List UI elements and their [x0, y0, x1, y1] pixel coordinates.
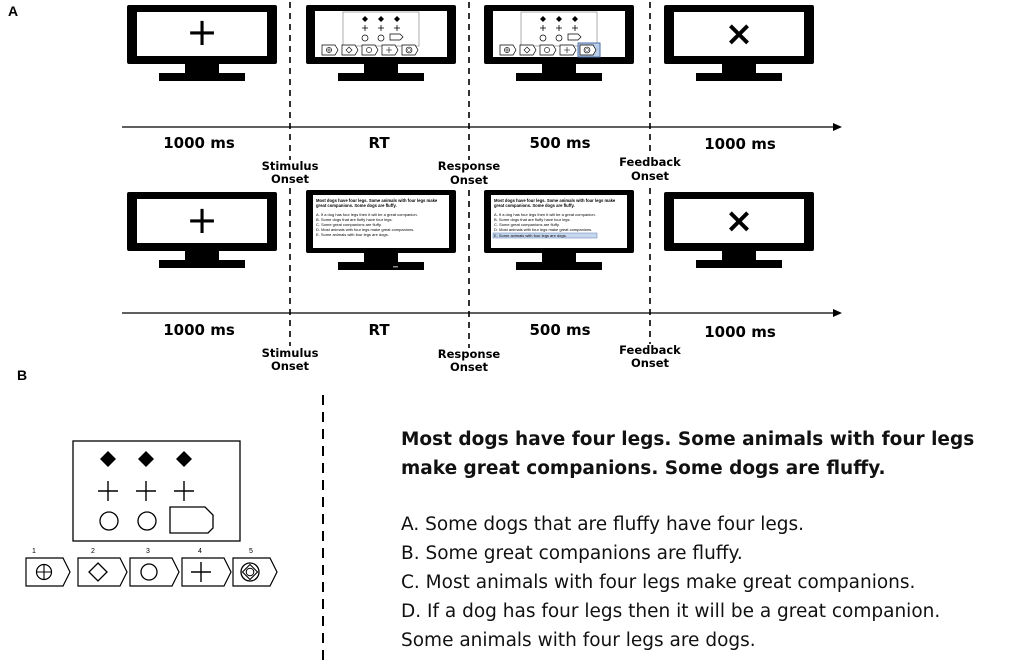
option-number-5: 5 — [249, 548, 253, 555]
phase-dividers — [289, 2, 651, 348]
diamond-icon — [176, 451, 192, 467]
circle-diamond-icon — [240, 562, 260, 582]
duration-feedback-1: 1000 ms — [704, 135, 776, 153]
event-stimulus-line1-1: Stimulus — [262, 159, 319, 173]
reasoning-option-d[interactable]: D. If a dog has four legs then it will b… — [401, 601, 940, 622]
duration-fixation-2: 1000 ms — [163, 321, 235, 339]
screen-option: A. If a dog has four legs then it will b… — [316, 212, 418, 217]
monitor-reasoning-response: Most dogs have four legs. Some animals w… — [484, 190, 634, 270]
event-feedback-line1-2: Feedback — [619, 343, 681, 357]
panel-label-b: B — [17, 367, 27, 383]
duration-fixation-1: 1000 ms — [163, 134, 235, 152]
monitor-reasoning-stimulus: Most dogs have four legs. Some animals w… — [306, 190, 456, 270]
event-feedback-line2-1: Onset — [631, 169, 670, 183]
screen-option: B. Some dogs that are fluffy have four l… — [316, 217, 393, 222]
answer-option-5[interactable] — [232, 557, 278, 587]
option-number-3: 3 — [146, 548, 150, 555]
screen-option: D. Most animals with four legs make grea… — [494, 227, 592, 232]
panel-label-a: A — [8, 3, 18, 19]
event-response-line1-1: Response — [438, 159, 501, 173]
reasoning-option-e[interactable]: Some animals with four legs are dogs. — [401, 630, 756, 651]
event-response-line1-2: Response — [438, 347, 501, 361]
monitor-matrix-stimulus — [306, 5, 456, 81]
monitor-fixation-row2: + — [127, 192, 277, 268]
plus-icon — [136, 481, 156, 501]
reasoning-premise-line1: Most dogs have four legs. Some animals w… — [401, 429, 974, 450]
reasoning-option-b[interactable]: B. Some great companions are fluffy. — [401, 543, 743, 564]
duration-feedback-2: 1000 ms — [704, 323, 776, 341]
circle-icon — [140, 563, 158, 581]
monitor-feedback-row2: × — [664, 192, 814, 268]
duration-rt-2: RT — [368, 321, 390, 339]
screen-title-line2: great companions. Some dogs are fluffy. — [316, 203, 397, 208]
plus-icon — [98, 481, 118, 501]
answer-option-3[interactable] — [129, 557, 180, 587]
screen-option-selected: E. Some animals with four legs are dogs. — [494, 233, 567, 238]
option-number-4: 4 — [198, 548, 202, 555]
event-stimulus-line1-2: Stimulus — [262, 346, 319, 360]
feedback-x-icon: × — [725, 201, 754, 241]
diamond-icon — [100, 451, 116, 467]
mini-option-row-selected — [499, 42, 601, 58]
screen-title-line2: great companions. Some dogs are fluffy. — [494, 203, 575, 208]
missing-cell-placeholder — [169, 506, 214, 534]
option-number-2: 2 — [91, 548, 95, 555]
event-feedback-line1-1: Feedback — [619, 155, 681, 169]
event-stimulus-line2-1: Onset — [271, 172, 310, 186]
reasoning-premise-line2: make great companions. Some dogs are flu… — [401, 458, 886, 479]
feedback-x-icon: × — [725, 14, 754, 54]
answer-option-1[interactable] — [25, 557, 71, 587]
circle-icon — [137, 511, 157, 531]
screen-option: D. Most animals with four legs make grea… — [316, 227, 414, 232]
duration-response-2: 500 ms — [529, 321, 590, 339]
fixation-cross-icon: + — [186, 10, 218, 54]
duration-response-1: 500 ms — [529, 134, 590, 152]
screen-option: E. Some animals with four legs are dogs. — [316, 232, 389, 237]
screen-option: A. If a dog has four legs then it will b… — [494, 212, 596, 217]
event-stimulus-line2-2: Onset — [271, 359, 310, 373]
mini-option-row — [321, 44, 419, 56]
diamond-icon — [138, 451, 154, 467]
answer-option-4[interactable] — [181, 557, 232, 587]
circle-icon — [99, 511, 119, 531]
screen-title-line1: Most dogs have four legs. Some animals w… — [316, 198, 438, 203]
plus-icon — [191, 562, 211, 582]
event-feedback-line2-2: Onset — [631, 356, 670, 370]
plus-icon — [174, 481, 194, 501]
diamond-outline-icon — [88, 562, 108, 582]
timeline-row2 — [122, 309, 842, 317]
monitor-feedback-row1: × — [664, 5, 814, 81]
screen-option: B. Some dogs that are fluffy have four l… — [494, 217, 571, 222]
screen-title-line1: Most dogs have four legs. Some animals w… — [494, 198, 616, 203]
duration-rt-1: RT — [368, 134, 390, 152]
screen-option: C. Some great companions are fluffy. — [494, 222, 560, 227]
matrix-problem — [72, 440, 241, 542]
option-number-1: 1 — [32, 548, 36, 555]
screen-option: C. Some great companions are fluffy. — [316, 222, 382, 227]
fixation-cross-icon: + — [186, 198, 218, 242]
answer-option-2[interactable] — [77, 557, 128, 587]
reasoning-option-c[interactable]: C. Most animals with four legs make grea… — [401, 572, 915, 593]
monitor-fixation-row1: + — [127, 5, 277, 81]
reasoning-option-a[interactable]: A. Some dogs that are fluffy have four l… — [401, 514, 804, 535]
monitor-matrix-response — [484, 5, 634, 81]
timeline-row1 — [122, 123, 842, 131]
event-response-line2-2: Onset — [450, 360, 489, 374]
event-response-line2-1: Onset — [450, 173, 489, 187]
